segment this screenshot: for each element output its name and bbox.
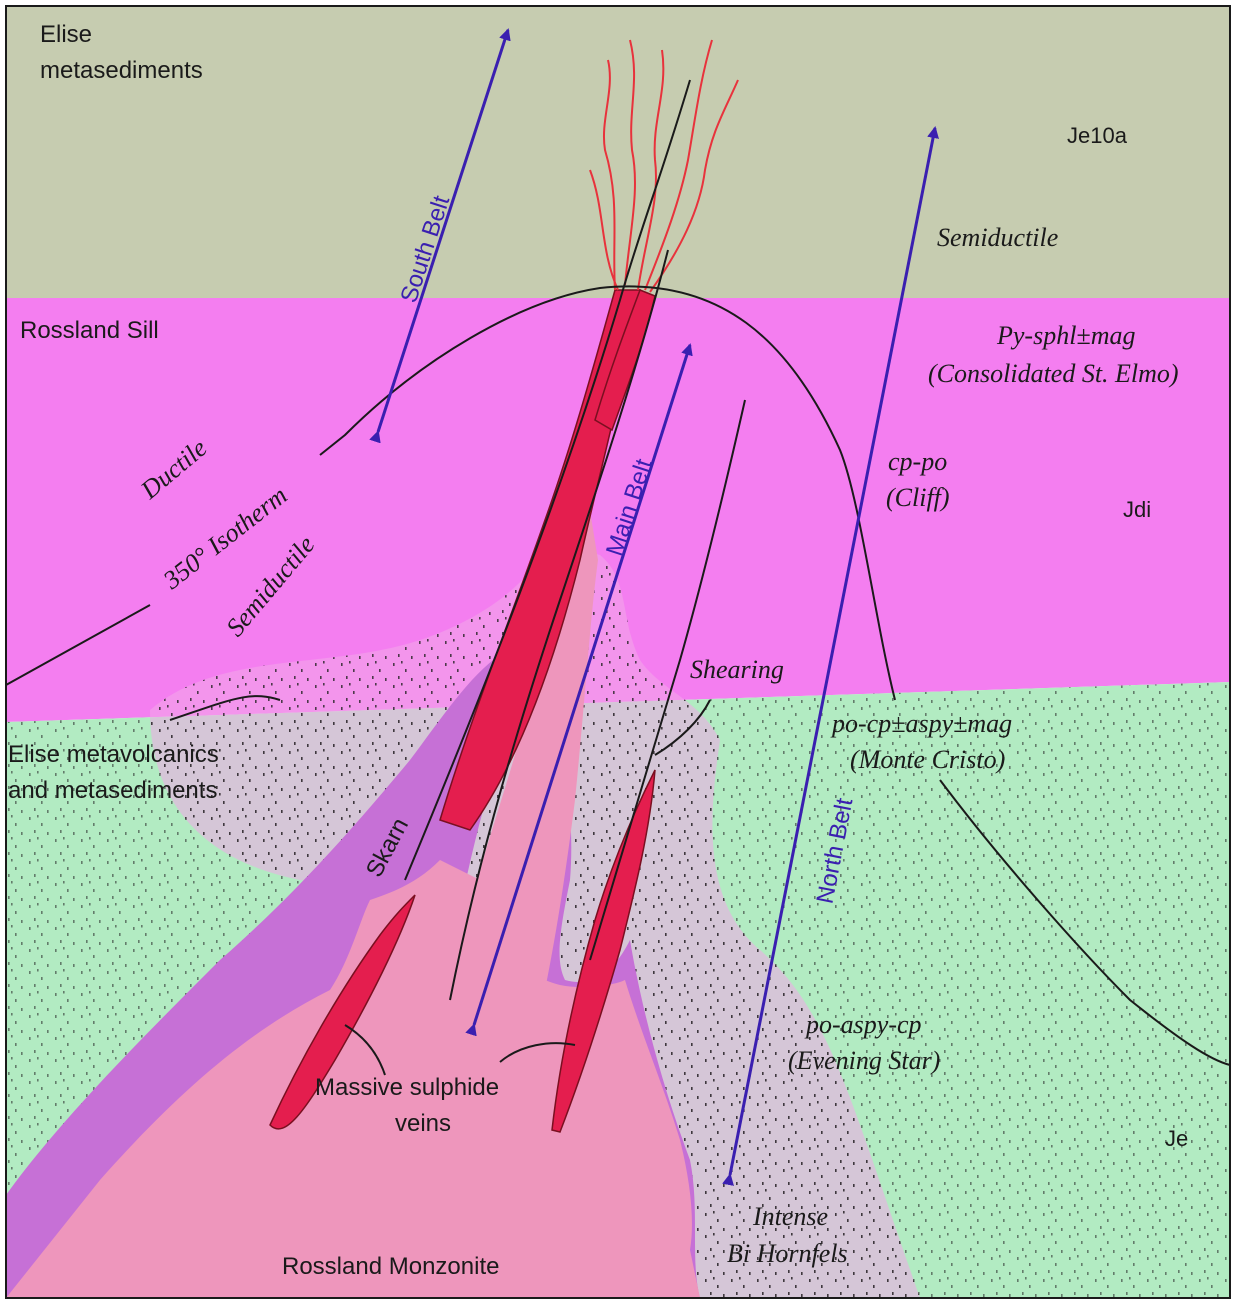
evening-star-label-2: (Evening Star) [788,1046,940,1075]
semiductile-upper-label: Semiductile [937,223,1058,252]
elise-metasediments-unit [6,6,1230,298]
hornfels-label-2: Bi Hornfels [727,1239,848,1268]
monte-cristo-label-2: (Monte Cristo) [850,745,1005,774]
rossland-monzonite-label: Rossland Monzonite [282,1253,499,1280]
st-elmo-label-2: (Consolidated St. Elmo) [928,359,1179,388]
elise-metasediments-label-1: Elise [40,21,92,48]
elise-metavolcanics-label-2: and metasediments [8,777,217,804]
st-elmo-label-1: Py-sphl±mag [996,321,1135,350]
massive-sulphide-label-1: Massive sulphide [315,1074,499,1101]
hornfels-label-1: Intense [752,1202,828,1231]
rossland-sill-label: Rossland Sill [20,317,159,344]
code-je: Je [1165,1126,1188,1151]
cliff-label-2: (Cliff) [886,483,950,512]
cliff-label-1: cp-po [888,447,947,476]
massive-sulphide-label-2: veins [395,1110,451,1137]
evening-star-label-1: po-aspy-cp [804,1010,922,1039]
elise-metasediments-label-2: metasediments [40,57,203,84]
code-jdi: Jdi [1123,497,1151,522]
code-je10a: Je10a [1067,123,1128,148]
elise-metavolcanics-label-1: Elise metavolcanics [8,741,219,768]
monte-cristo-label-1: po-cp±aspy±mag [830,709,1012,738]
shearing-label: Shearing [690,655,784,684]
